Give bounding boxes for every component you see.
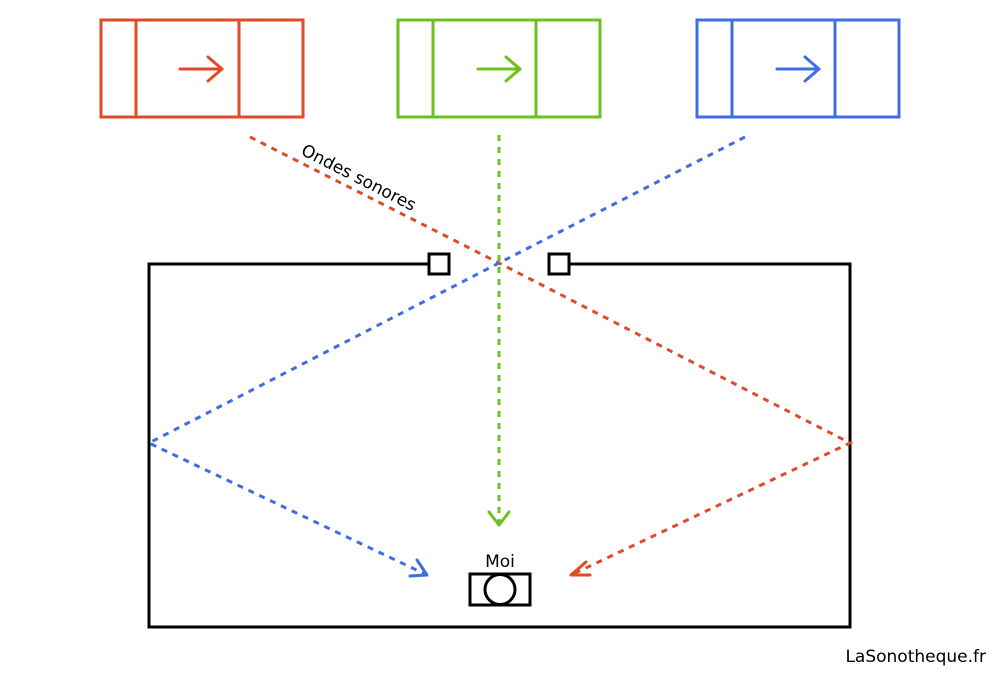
credit-label: LaSonotheque.fr bbox=[845, 647, 986, 667]
source-left bbox=[99, 18, 305, 119]
room bbox=[147, 252, 852, 629]
source-center bbox=[396, 18, 602, 119]
arrow-right-icon bbox=[476, 55, 522, 83]
listener-head-icon bbox=[468, 572, 532, 607]
listener: Moi bbox=[468, 552, 532, 607]
sound-path-red bbox=[249, 135, 854, 577]
square-opening-icon bbox=[427, 252, 451, 276]
sound-waves-label: Ondes sonores bbox=[298, 141, 420, 216]
sound-path-green bbox=[487, 135, 511, 527]
listener-label: Moi bbox=[485, 552, 515, 572]
square-opening-icon bbox=[547, 252, 571, 276]
source-right bbox=[695, 18, 901, 119]
arrow-right-icon bbox=[775, 55, 821, 83]
sound-path-blue bbox=[145, 135, 746, 578]
arrow-right-icon bbox=[178, 55, 224, 83]
